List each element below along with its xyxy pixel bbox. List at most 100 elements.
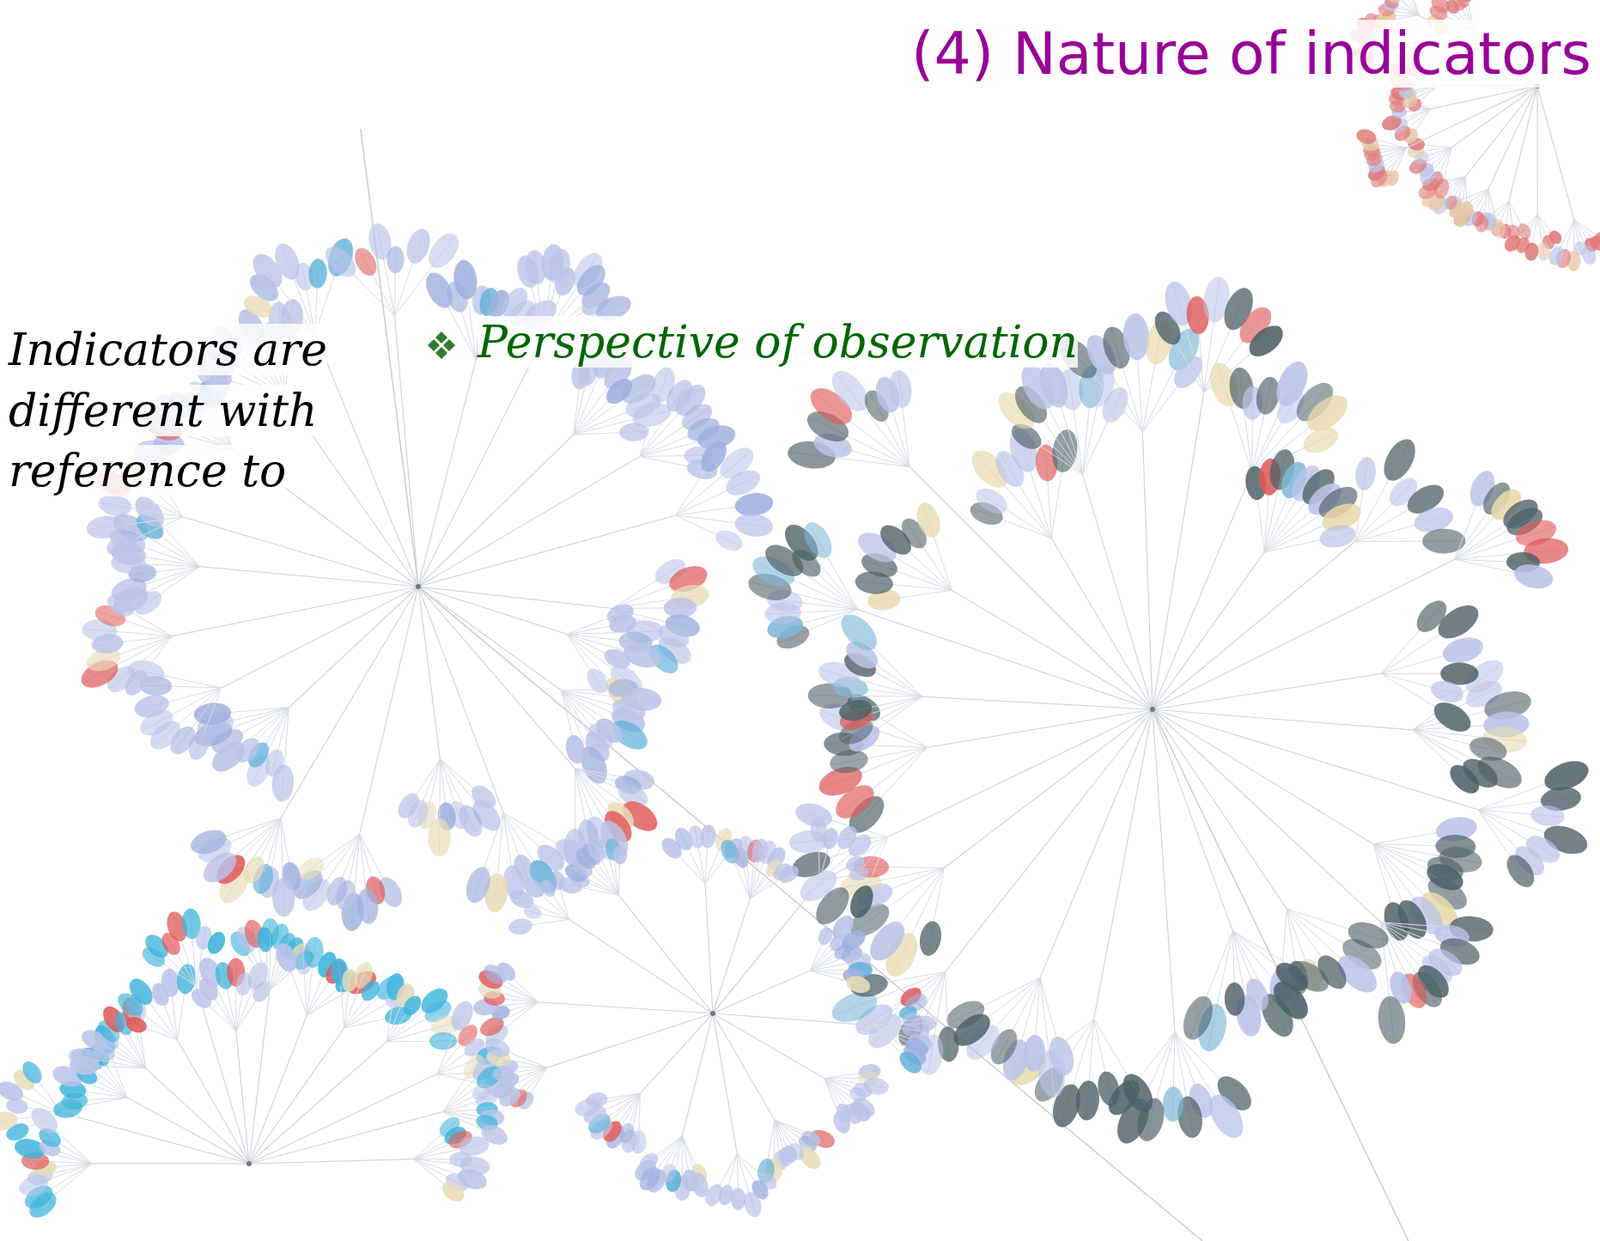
petal (129, 491, 171, 533)
petal (1429, 696, 1477, 738)
spoke-line (681, 1013, 713, 1136)
spoke-line (1152, 709, 1479, 810)
spoke-line (288, 586, 419, 708)
spoke-line (1082, 474, 1153, 710)
tree (472, 816, 937, 1219)
spoke-line (1152, 709, 1374, 845)
petal (85, 513, 126, 542)
spoke-line (1152, 709, 1287, 909)
petal (319, 240, 362, 283)
spoke-line (236, 1030, 250, 1164)
hub-dot (246, 1161, 252, 1167)
petal (132, 691, 172, 721)
petal (711, 526, 746, 555)
petal (1458, 0, 1475, 4)
petal (912, 499, 945, 542)
spoke-line (1040, 709, 1153, 978)
petal (798, 517, 838, 563)
hub-dot (710, 1010, 716, 1016)
spoke-line (195, 985, 250, 1164)
spoke-line (1051, 538, 1153, 710)
petal (1354, 127, 1378, 147)
petal (1317, 522, 1358, 552)
petal (847, 864, 870, 883)
spoke-line (394, 316, 419, 587)
petal (844, 973, 873, 996)
petal (1299, 422, 1343, 458)
petal (1352, 456, 1378, 493)
intro-note-box: Indicators are different with reference … (8, 319, 413, 502)
spoke-line (1430, 85, 1538, 110)
petal (1511, 560, 1556, 592)
petal (188, 826, 231, 859)
spoke-line (249, 1159, 414, 1164)
petal (438, 1177, 468, 1206)
petal (18, 1058, 47, 1088)
spoke-line (943, 709, 1153, 868)
hub-dot (415, 584, 421, 590)
spoke-line (1152, 541, 1356, 710)
slide-title: (4) Nature of indicators (911, 19, 1592, 88)
spoke-line (418, 456, 640, 587)
spoke-line (712, 882, 820, 1014)
spoke-line (857, 609, 1153, 710)
spoke-line (712, 1013, 737, 1154)
petal (400, 992, 426, 1020)
spoke-line (547, 1013, 713, 1068)
tree (745, 274, 1594, 1149)
petal (1161, 1086, 1184, 1122)
petal (563, 732, 589, 766)
petal (481, 1034, 513, 1061)
spoke-line (418, 586, 440, 760)
spoke-line (712, 898, 750, 1014)
petal (1529, 803, 1565, 828)
spoke-line (1537, 85, 1575, 220)
spoke-line (1152, 709, 1233, 931)
bullet-diamond (443, 339, 456, 352)
spoke-line (922, 696, 1153, 710)
spoke-line (249, 1112, 444, 1164)
spoke-line (418, 586, 562, 691)
bullet-symbol (427, 331, 456, 359)
petal (492, 958, 519, 985)
spoke-line (146, 1068, 250, 1164)
spoke-line (1488, 85, 1538, 189)
bullet-diamond (435, 346, 448, 359)
petal (895, 1047, 926, 1078)
petal (917, 918, 945, 958)
petal (1177, 991, 1219, 1044)
spoke-line (91, 1162, 250, 1164)
spoke-line (182, 517, 419, 587)
petal (887, 368, 914, 409)
petal (820, 826, 840, 852)
link-line (418, 586, 1203, 1241)
spoke-line (1152, 709, 1175, 1033)
petal (1444, 759, 1485, 799)
bullet-diamond (435, 331, 448, 344)
petal (1378, 0, 1402, 1)
spoke-line (909, 466, 1153, 710)
intro-note: Indicators are different with reference … (8, 323, 328, 497)
branch-line (1405, 0, 1419, 16)
spoke-line (418, 586, 504, 813)
spoke-line (1152, 709, 1413, 731)
petal (1428, 677, 1467, 706)
petal (1383, 0, 1404, 7)
spoke-line (1152, 392, 1205, 710)
petal (462, 863, 495, 907)
spoke-line (221, 586, 419, 688)
spoke-line (359, 586, 419, 834)
spoke-line (249, 1074, 438, 1164)
petal (308, 258, 329, 289)
spoke-line (1152, 559, 1455, 710)
spoke-line (712, 1013, 873, 1026)
spoke-line (926, 709, 1153, 748)
petal (1243, 319, 1289, 363)
petal (1375, 994, 1408, 1046)
petal (619, 422, 650, 443)
bullet-diamond (427, 339, 440, 352)
spoke-line (418, 359, 476, 587)
spoke-line (1142, 431, 1153, 710)
spoke-line (1536, 85, 1538, 215)
